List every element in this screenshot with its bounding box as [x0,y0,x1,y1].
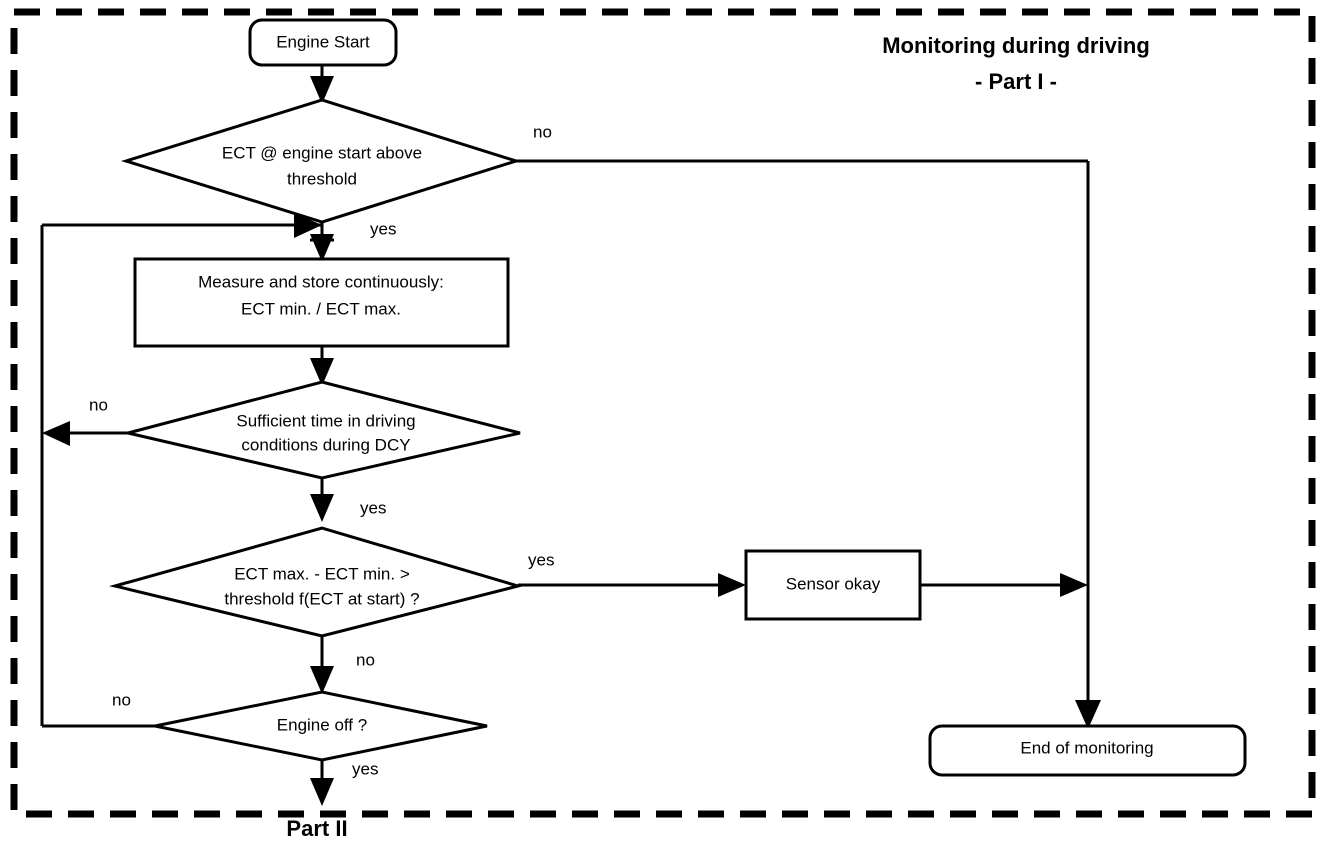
diagram-title-line1: Monitoring during driving [882,33,1150,58]
footer-part-ii-label: Part II [286,816,347,841]
engine-start-label: Engine Start [276,32,370,51]
measure-store-process-label-line2: ECT min. / ECT max. [241,299,401,318]
edge-label-decision1-yes: yes [370,219,396,238]
threshold-compare-decision-label-line2: threshold f(ECT at start) ? [224,589,419,608]
node-engine-off-decision[interactable]: Engine off ? [154,690,488,762]
ect-at-start-decision-label-line1: ECT @ engine start above [222,143,422,162]
node-sensor-okay[interactable]: Sensor okay [744,549,922,621]
node-measure-store-process[interactable]: Measure and store continuously: ECT min.… [133,257,510,348]
sufficient-time-decision-label-line1: Sufficient time in driving [236,411,415,430]
measure-store-process-shape [133,257,510,348]
end-of-monitoring-shape [928,724,1247,777]
ect-at-start-decision-shape [120,98,522,224]
arrowhead-to-end-of-monitoring [1075,700,1101,729]
arrowhead-decision4-yes [310,778,334,806]
edge-label-decision1-no: no [533,122,552,141]
sensor-okay-label: Sensor okay [786,574,881,593]
node-threshold-compare-decision[interactable]: ECT max. - ECT min. > threshold f(ECT at… [109,526,524,638]
sufficient-time-decision-label-line2: conditions during DCY [241,435,410,454]
edge-label-decision4-yes: yes [352,759,378,778]
sensor-okay-shape [744,549,922,621]
arrowhead-left-return-join [294,213,322,238]
arrowhead-decision2-no [42,421,70,446]
engine-off-decision-shape [154,690,488,762]
edge-label-decision2-yes: yes [360,498,386,517]
edge-label-decision3-no: no [356,650,375,669]
arrowhead-decision3-no [310,666,334,694]
arrowhead-decision2-yes [310,494,334,522]
dashed-boundary-frame [10,8,1316,818]
engine-start-shape [248,18,398,67]
edge-label-decision2-no: no [89,395,108,414]
diagram-title-line2: - Part I - [975,69,1057,94]
arrowhead-decision3-yes [718,573,746,597]
measure-store-process-label-line1: Measure and store continuously: [198,272,444,291]
edge-label-decision3-yes: yes [528,550,554,569]
engine-off-decision-label: Engine off ? [277,715,367,734]
arrowhead-process-to-decision2 [310,358,334,386]
sufficient-time-decision-shape [127,380,521,480]
node-ect-at-start-decision[interactable]: ECT @ engine start above threshold [120,98,522,224]
node-engine-start[interactable]: Engine Start [248,18,398,67]
arrowhead-start-to-decision1 [310,76,334,104]
arrowhead-sensor-okay-to-bus [1060,573,1088,597]
edge-label-decision4-no: no [112,690,131,709]
threshold-compare-decision-shape [109,526,524,638]
node-sufficient-time-decision[interactable]: Sufficient time in driving conditions du… [127,380,521,480]
threshold-compare-decision-label-line1: ECT max. - ECT min. > [234,564,410,583]
ect-at-start-decision-label-line2: threshold [287,169,357,188]
node-end-of-monitoring[interactable]: End of monitoring [928,724,1247,777]
end-of-monitoring-label: End of monitoring [1020,738,1153,757]
